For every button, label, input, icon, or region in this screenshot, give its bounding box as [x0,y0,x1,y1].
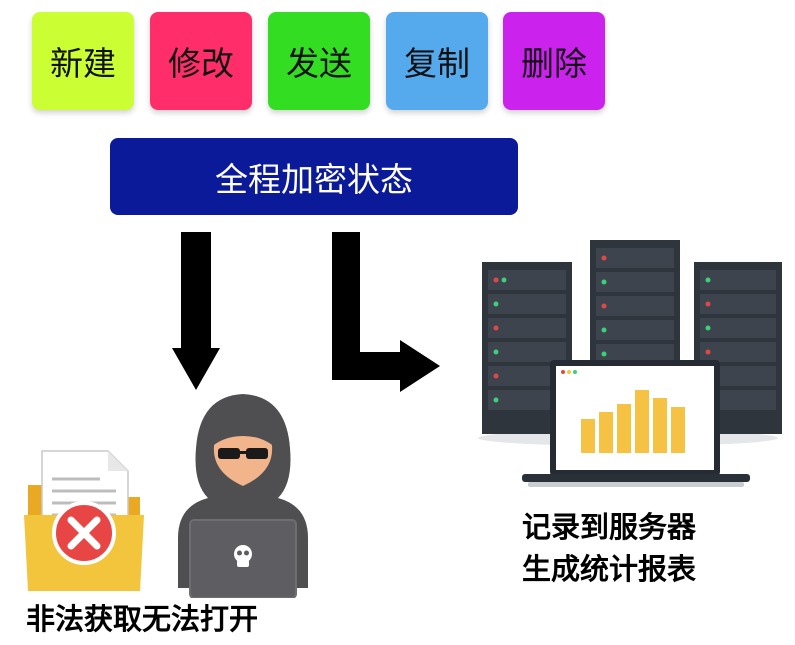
arrow-right-icon [332,232,440,392]
op-delete-button[interactable]: 删除 [503,12,605,110]
error-x-icon [52,501,116,565]
op-edit-button[interactable]: 修改 [150,12,252,110]
op-send-button[interactable]: 发送 [268,12,370,110]
encryption-status-bar: 全程加密状态 [110,138,518,215]
op-copy-button[interactable]: 复制 [386,12,488,110]
server-record-caption: 记录到服务器 [522,510,697,544]
document-folder-icon [24,450,144,591]
arrow-down-icon [172,232,220,390]
hacker-icon [178,394,308,598]
server-rack-icon [478,240,782,487]
skull-icon [234,545,252,567]
report-caption: 生成统计报表 [522,552,697,586]
unauthorized-access-caption: 非法获取无法打开 [26,602,259,636]
monitor-bar-chart-icon [522,360,750,487]
op-new-button[interactable]: 新建 [32,12,134,110]
